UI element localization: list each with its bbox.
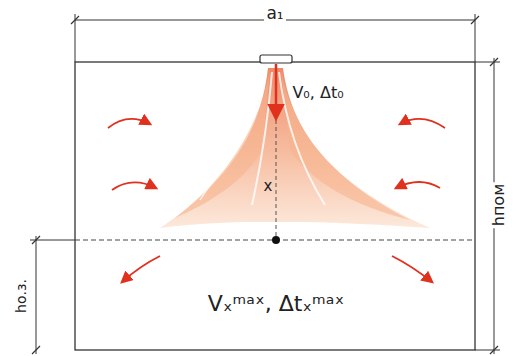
jet-parameters: V₀, Δt₀ <box>290 84 345 102</box>
dimension-line <box>475 62 500 63</box>
air-jet <box>160 68 430 228</box>
dimension-label: hо.з. <box>13 277 29 315</box>
zone-parameters: Vₓᵐᵃˣ, Δtₓᵐᵃˣ <box>206 292 346 316</box>
dimension-label: hпом <box>490 182 508 228</box>
dimension-label: a₁ <box>264 4 285 23</box>
room-outline <box>75 62 475 350</box>
ceiling-diffuser <box>260 55 292 63</box>
distance-label: x <box>262 178 275 195</box>
measurement-point <box>272 236 280 244</box>
entrainment-arrow <box>108 119 445 282</box>
jet-axis <box>276 64 277 240</box>
velocity-arrow <box>275 64 278 118</box>
